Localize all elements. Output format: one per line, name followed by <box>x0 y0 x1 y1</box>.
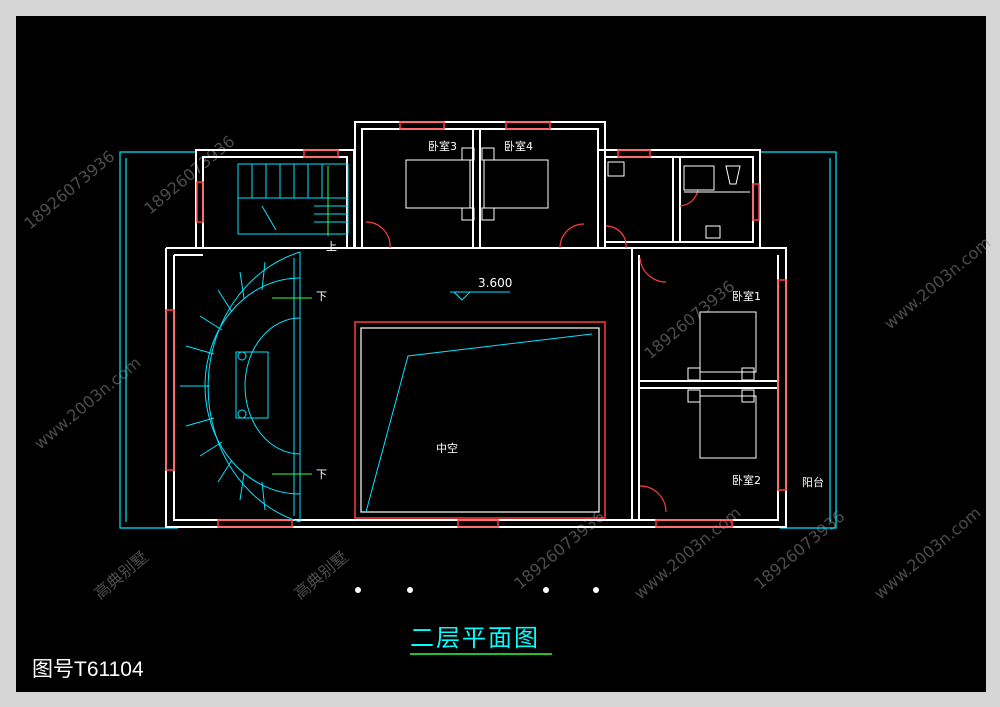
drawing-title: 二层平面图 <box>410 624 540 652</box>
room-label-void: 中空 <box>436 441 458 455</box>
room-label-bedroom1: 卧室1 <box>732 289 761 303</box>
drawing-number: 图号T61104 <box>32 658 144 681</box>
stair-direction-down <box>272 297 312 475</box>
stair-down-label-upper: 下 <box>316 290 327 303</box>
beds <box>405 147 757 459</box>
column-markers <box>355 587 599 593</box>
windows <box>165 121 787 528</box>
cad-canvas <box>16 16 986 692</box>
elevation-label: 3.600 <box>478 276 512 290</box>
bathroom-fixtures <box>607 161 750 239</box>
room-label-bedroom4: 卧室4 <box>504 139 533 153</box>
stair-down-label-lower: 下 <box>316 468 327 481</box>
straight-stair <box>237 163 349 235</box>
room-label-balcony: 阳台 <box>802 475 824 489</box>
doors <box>365 189 699 513</box>
terrace-outline <box>119 151 837 529</box>
room-label-bedroom3: 卧室3 <box>428 139 457 153</box>
curved-stair <box>180 251 301 523</box>
void-opening <box>354 321 606 519</box>
elevation-mark <box>450 291 510 301</box>
room-label-bedroom2: 卧室2 <box>732 473 761 487</box>
stair-up-label: 上 <box>326 240 337 253</box>
